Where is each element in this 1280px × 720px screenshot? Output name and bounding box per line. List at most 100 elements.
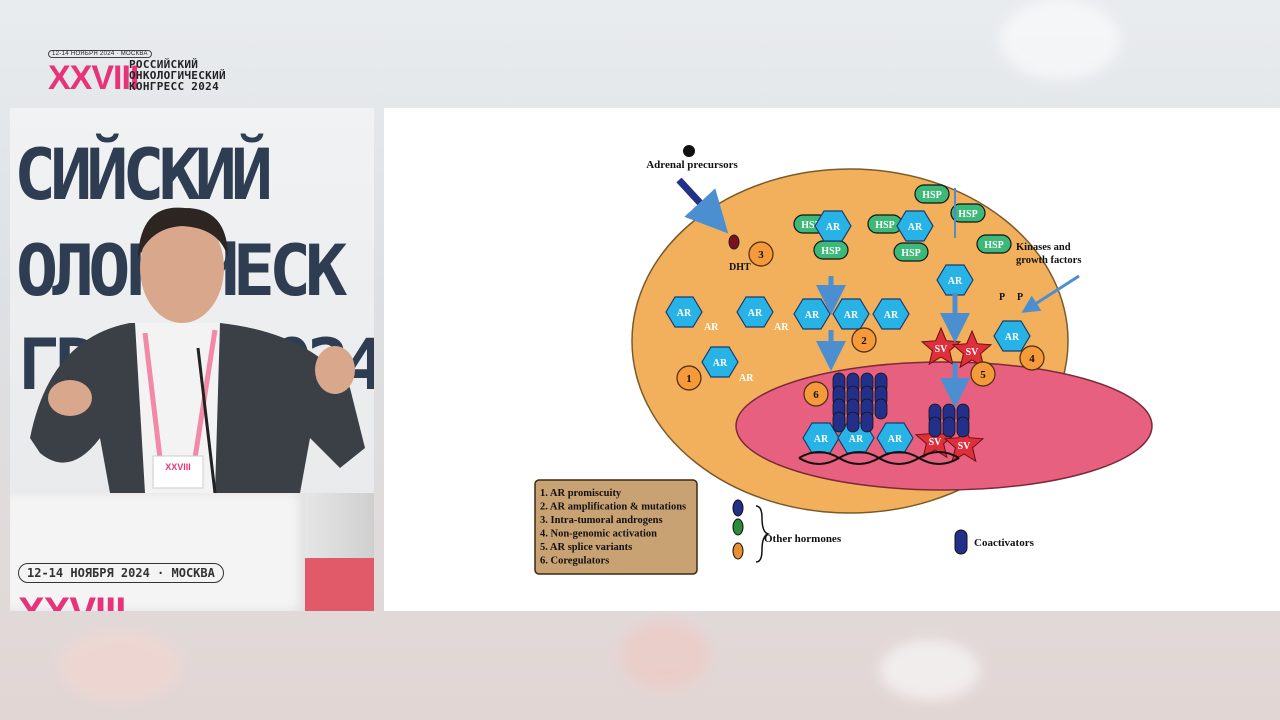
sv-label-1: SV <box>935 344 949 355</box>
ar-hexagon-4 <box>665 296 703 328</box>
coactivator-8 <box>846 411 860 433</box>
coactivator-legend-icon <box>954 529 968 555</box>
label-adrenal-precursors: Adrenal precursors <box>646 159 738 171</box>
ar-label-2: AR <box>908 222 923 233</box>
hsp-label-3: HSP <box>875 220 894 231</box>
bokeh-light <box>620 620 710 690</box>
speaker-figure: XXVIII <box>30 207 365 494</box>
speaker-hair <box>138 207 228 258</box>
ar-label-1: AR <box>826 222 841 233</box>
hormone-orange <box>732 542 744 560</box>
dht-hormone <box>728 234 740 250</box>
legend-item-1: 1. AR promiscuity <box>540 488 622 499</box>
ar-label-6: AR <box>805 310 820 321</box>
legend-item-5: 5. AR splice variants <box>540 542 632 553</box>
ar-receptor-4: AR <box>665 296 703 328</box>
label-coactivators: Coactivators <box>974 537 1035 549</box>
ar-receptor-9: AR <box>701 346 739 378</box>
label-kinases: Kinases and <box>1016 242 1071 253</box>
coactivator-group <box>832 372 970 438</box>
logo-congress-name: РОССИЙСКИЙ ОНКОЛОГИЧЕСКИЙ КОНГРЕСС 2024 <box>129 58 226 93</box>
legend-items: 1. AR promiscuity 2. AR amplification & m… <box>540 488 686 567</box>
bokeh-light <box>60 630 180 700</box>
congress-logo: 12-14 НОЯБРЯ 2024 · МОСКВА XXVIII РОССИЙ… <box>48 50 228 102</box>
hsp-label-1: HSP <box>801 220 820 231</box>
number-circle-4 <box>1019 345 1045 371</box>
ar-receptor-1: AR <box>814 210 852 242</box>
backdrop-line-1: СИЙСКИЙ <box>14 134 273 216</box>
number-label-3: 3 <box>758 249 764 261</box>
hsp-pill-7 <box>976 234 1012 254</box>
coactivator-19 <box>942 416 956 438</box>
number-label-4: 4 <box>1029 353 1035 365</box>
coactivator-21 <box>956 416 970 438</box>
ar-label-5: AR <box>748 308 763 319</box>
ar-label-10: AR <box>1005 332 1020 343</box>
ar-receptor-13: AR <box>876 422 914 454</box>
number-circle-5 <box>970 361 996 387</box>
hsp-label-7: HSP <box>984 240 1003 251</box>
kinase-arrow <box>1021 274 1080 313</box>
speaker-video: СИЙСКИЙ ОЛОГИЧЕСК ГРЕСС 2024 XXVIII 12-1… <box>10 108 374 611</box>
label-phosphate-2: P <box>1017 292 1023 303</box>
hormones-brace <box>755 505 771 563</box>
coactivator-17 <box>928 416 942 438</box>
ar-hexagon-10 <box>993 320 1031 352</box>
number-label-1: 1 <box>686 373 692 385</box>
label-growth-factors: growth factors <box>1016 255 1081 266</box>
ar-hexagon-13 <box>876 422 914 454</box>
hsp-label-5: HSP <box>922 190 941 201</box>
speaker-hand-right <box>315 346 355 394</box>
legend-box <box>534 479 698 575</box>
coactivator-4 <box>832 411 846 433</box>
sv-variant-4: SV <box>943 423 985 463</box>
ar-label-7: AR <box>844 310 859 321</box>
ar-receptor-8: AR <box>872 298 910 330</box>
microphone <box>196 347 217 494</box>
sv-variant-2: SV <box>951 329 993 369</box>
ar-label-3: AR <box>948 276 963 287</box>
ar-hexagon-2 <box>896 210 934 242</box>
hsp-pill-5 <box>914 184 950 204</box>
ar-hexagon-9 <box>701 346 739 378</box>
number-circle-3 <box>748 241 774 267</box>
hsp-label-6: HSP <box>958 209 977 220</box>
sv-label-4: SV <box>958 441 972 452</box>
hsp-pill-6 <box>950 203 986 223</box>
label-phosphate-1: P <box>999 292 1005 303</box>
label-other-hormones: Other hormones <box>764 533 842 545</box>
number-label-5: 5 <box>980 369 986 381</box>
podium <box>10 493 305 611</box>
number-label-6: 6 <box>813 389 819 401</box>
ar-label-4: AR <box>677 308 692 319</box>
coactivator-15 <box>874 398 888 420</box>
label-ar-free-2: AR <box>774 322 789 333</box>
ar-label-8: AR <box>884 310 899 321</box>
logo-roman-numeral: XXVIII <box>48 59 139 97</box>
legend-item-4: 4. Non-genomic activation <box>540 529 657 540</box>
adrenal-arrow <box>676 177 729 234</box>
ar-receptor-2: AR <box>896 210 934 242</box>
sv-label-2: SV <box>966 347 980 358</box>
dna-strand-2 <box>798 451 960 465</box>
podium-date-badge: 12-14 НОЯБРЯ 2024 · МОСКВА <box>18 563 224 583</box>
name-badge <box>152 455 204 489</box>
number-circle-1 <box>676 365 702 391</box>
podium-roman-numeral: XXVIII <box>18 590 126 611</box>
ar-hexagon-5 <box>736 296 774 328</box>
hsp-label-2: HSP <box>821 246 840 257</box>
number-circles: 1 2 3 4 5 6 <box>676 241 1045 407</box>
ar-label-9: AR <box>713 358 728 369</box>
coactivator-12 <box>860 411 874 433</box>
ar-hexagon-1 <box>814 210 852 242</box>
number-label-2: 2 <box>861 335 867 347</box>
legend-item-2: 2. AR amplification & mutations <box>540 502 686 513</box>
hsp-pill-4 <box>893 242 929 262</box>
ar-receptor-10: AR <box>993 320 1031 352</box>
label-dht: DHT <box>729 262 751 273</box>
ar-hexagon-3 <box>936 264 974 296</box>
name-badge-text: XXVIII <box>165 462 191 472</box>
